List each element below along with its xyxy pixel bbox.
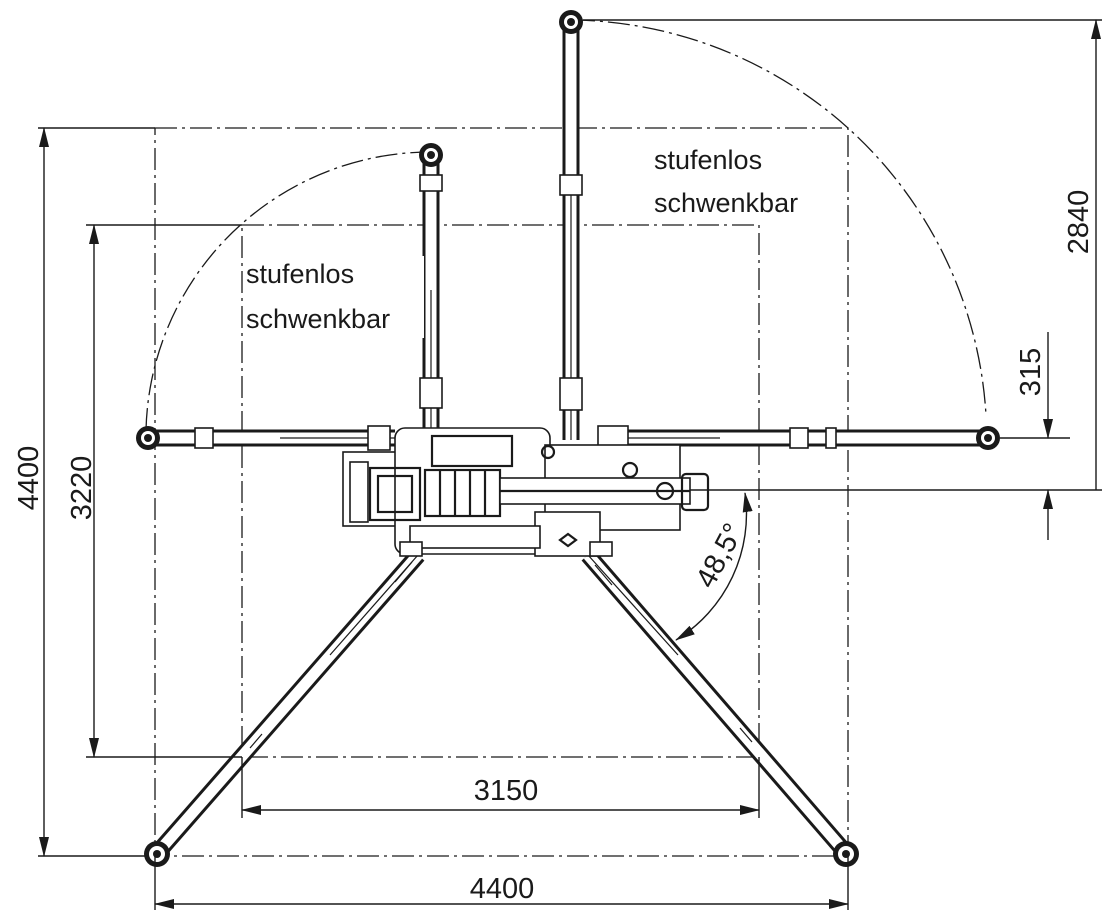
outer-height-label: 4400 [13,446,45,511]
inner-height-label: 3220 [66,456,98,521]
foot-pad-lower-right [833,841,859,867]
dimension-angle: 48,5° [675,489,760,641]
machine-body [342,427,710,557]
dimension-offset: 315 [760,332,1102,540]
outrigger-leg-left [150,425,395,451]
outrigger-leg-lower-right [581,549,852,858]
swivel-left-line1: stufenlos [246,259,354,289]
outer-footprint-rect [154,127,849,857]
dimension-outer-width: 4400 [154,856,849,910]
dimension-arm-reach: 2840 [583,19,1102,490]
outrigger-leg-upper-right [559,24,583,440]
outrigger-leg-upper-left [419,158,443,430]
swivel-left-line2: schwenkbar [246,304,390,334]
foot-pad-upper-right [559,10,583,34]
left-swing-arc [145,151,429,431]
outer-width-label: 4400 [470,873,535,905]
swivel-right-line2: schwenkbar [654,188,798,218]
swivel-label-left: stufenlos schwenkbar [244,256,424,338]
inner-width-label: 3150 [474,775,539,807]
dimension-inner-height: 3220 [66,224,242,758]
arm-reach-label: 2840 [1063,190,1095,255]
swivel-label-right: stufenlos schwenkbar [650,142,842,224]
dimension-outer-height: 4400 [13,127,155,857]
foot-pad-left [136,426,160,450]
offset-label: 315 [1015,348,1047,396]
outrigger-leg-lower-left [153,549,425,856]
swivel-right-line1: stufenlos [654,145,762,175]
foot-pad-right [976,426,1000,450]
dimension-inner-width: 3150 [241,757,760,818]
foot-pad-upper-left [419,143,443,167]
foot-pad-lower-left [144,841,170,867]
inner-footprint-rect [241,224,760,758]
right-swing-arc [572,19,987,416]
